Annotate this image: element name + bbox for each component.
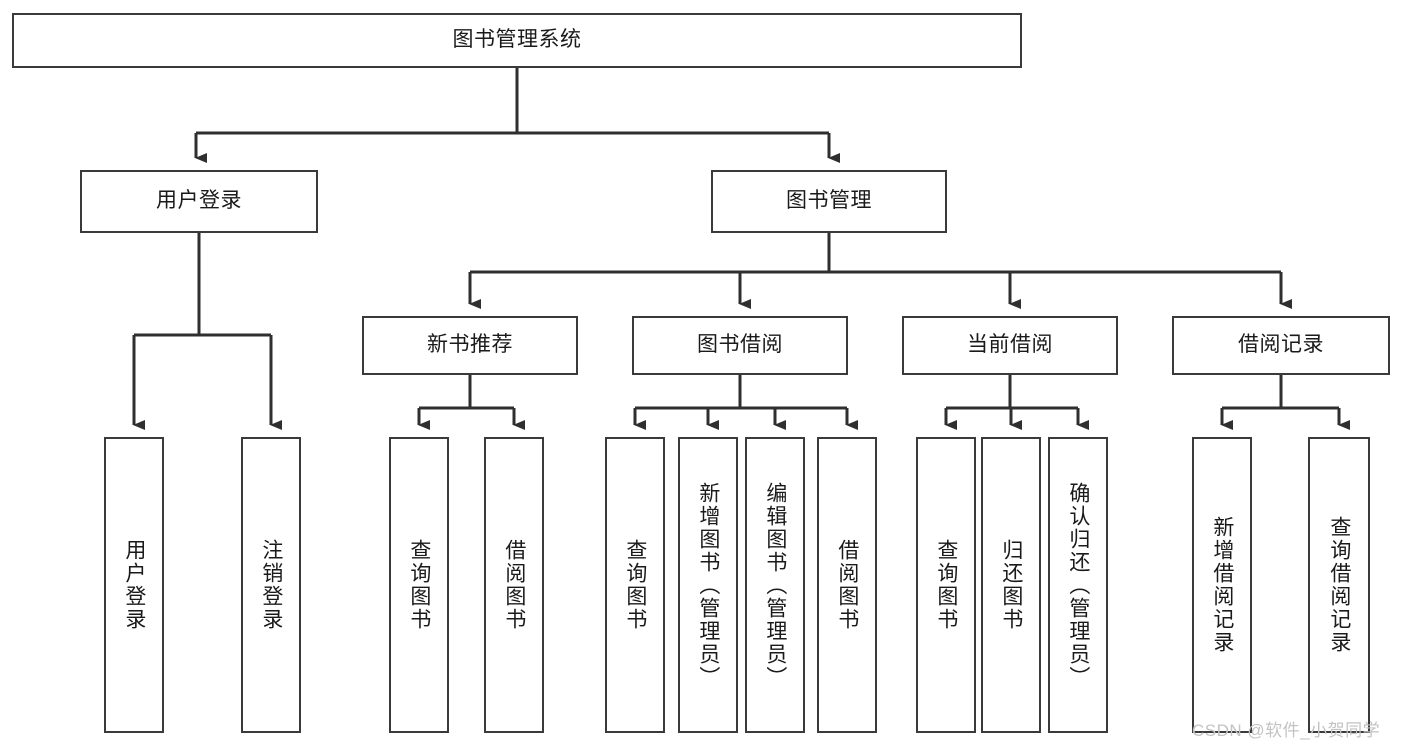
node-leaf-logout-label: 注销登录 [259, 539, 283, 631]
node-leaf-confirm-return-label: 确认归还（管理员） [1066, 481, 1090, 689]
node-leaf-query-record-label: 查询借阅记录 [1327, 516, 1351, 654]
node-book-borrow[interactable]: 图书借阅 [632, 316, 848, 375]
node-leaf-user-login-label: 用户登录 [122, 539, 146, 631]
node-leaf-logout[interactable]: 注销登录 [241, 437, 301, 733]
node-leaf-edit-book[interactable]: 编辑图书（管理员） [745, 437, 805, 733]
node-leaf-borrow-book-1[interactable]: 借阅图书 [484, 437, 544, 733]
node-leaf-query-book-1-label: 查询图书 [407, 539, 431, 631]
node-leaf-borrow-book-2[interactable]: 借阅图书 [817, 437, 877, 733]
node-book-management[interactable]: 图书管理 [711, 170, 947, 233]
node-current-borrow-label: 当前借阅 [967, 333, 1053, 357]
node-leaf-user-login[interactable]: 用户登录 [104, 437, 164, 733]
watermark: CSDN @软件_小贺同学 [1192, 721, 1381, 740]
node-borrow-record[interactable]: 借阅记录 [1172, 316, 1390, 375]
node-root-label: 图书管理系统 [452, 28, 582, 52]
node-leaf-add-book[interactable]: 新增图书（管理员） [678, 437, 738, 733]
node-root[interactable]: 图书管理系统 [12, 13, 1022, 68]
node-leaf-query-book-3[interactable]: 查询图书 [916, 437, 976, 733]
node-current-borrow[interactable]: 当前借阅 [902, 316, 1118, 375]
node-leaf-add-record-label: 新增借阅记录 [1210, 516, 1234, 654]
node-new-book-recommend[interactable]: 新书推荐 [362, 316, 578, 375]
node-leaf-query-book-1[interactable]: 查询图书 [389, 437, 449, 733]
node-leaf-return-book-label: 归还图书 [999, 539, 1023, 631]
node-leaf-add-book-label: 新增图书（管理员） [696, 481, 720, 689]
node-leaf-borrow-book-1-label: 借阅图书 [502, 539, 526, 631]
node-leaf-edit-book-label: 编辑图书（管理员） [763, 481, 787, 689]
node-leaf-query-book-2-label: 查询图书 [623, 539, 647, 631]
node-leaf-query-book-2[interactable]: 查询图书 [605, 437, 665, 733]
node-user-login[interactable]: 用户登录 [80, 170, 318, 233]
node-user-login-label: 用户登录 [156, 189, 242, 213]
node-leaf-add-record[interactable]: 新增借阅记录 [1192, 437, 1252, 733]
node-borrow-record-label: 借阅记录 [1238, 333, 1324, 357]
node-book-borrow-label: 图书借阅 [697, 333, 783, 357]
node-leaf-query-record[interactable]: 查询借阅记录 [1308, 437, 1370, 733]
node-new-book-recommend-label: 新书推荐 [427, 333, 513, 357]
node-leaf-return-book[interactable]: 归还图书 [981, 437, 1041, 733]
node-leaf-query-book-3-label: 查询图书 [934, 539, 958, 631]
node-leaf-borrow-book-2-label: 借阅图书 [835, 539, 859, 631]
node-leaf-confirm-return[interactable]: 确认归还（管理员） [1048, 437, 1108, 733]
node-book-management-label: 图书管理 [786, 189, 872, 213]
